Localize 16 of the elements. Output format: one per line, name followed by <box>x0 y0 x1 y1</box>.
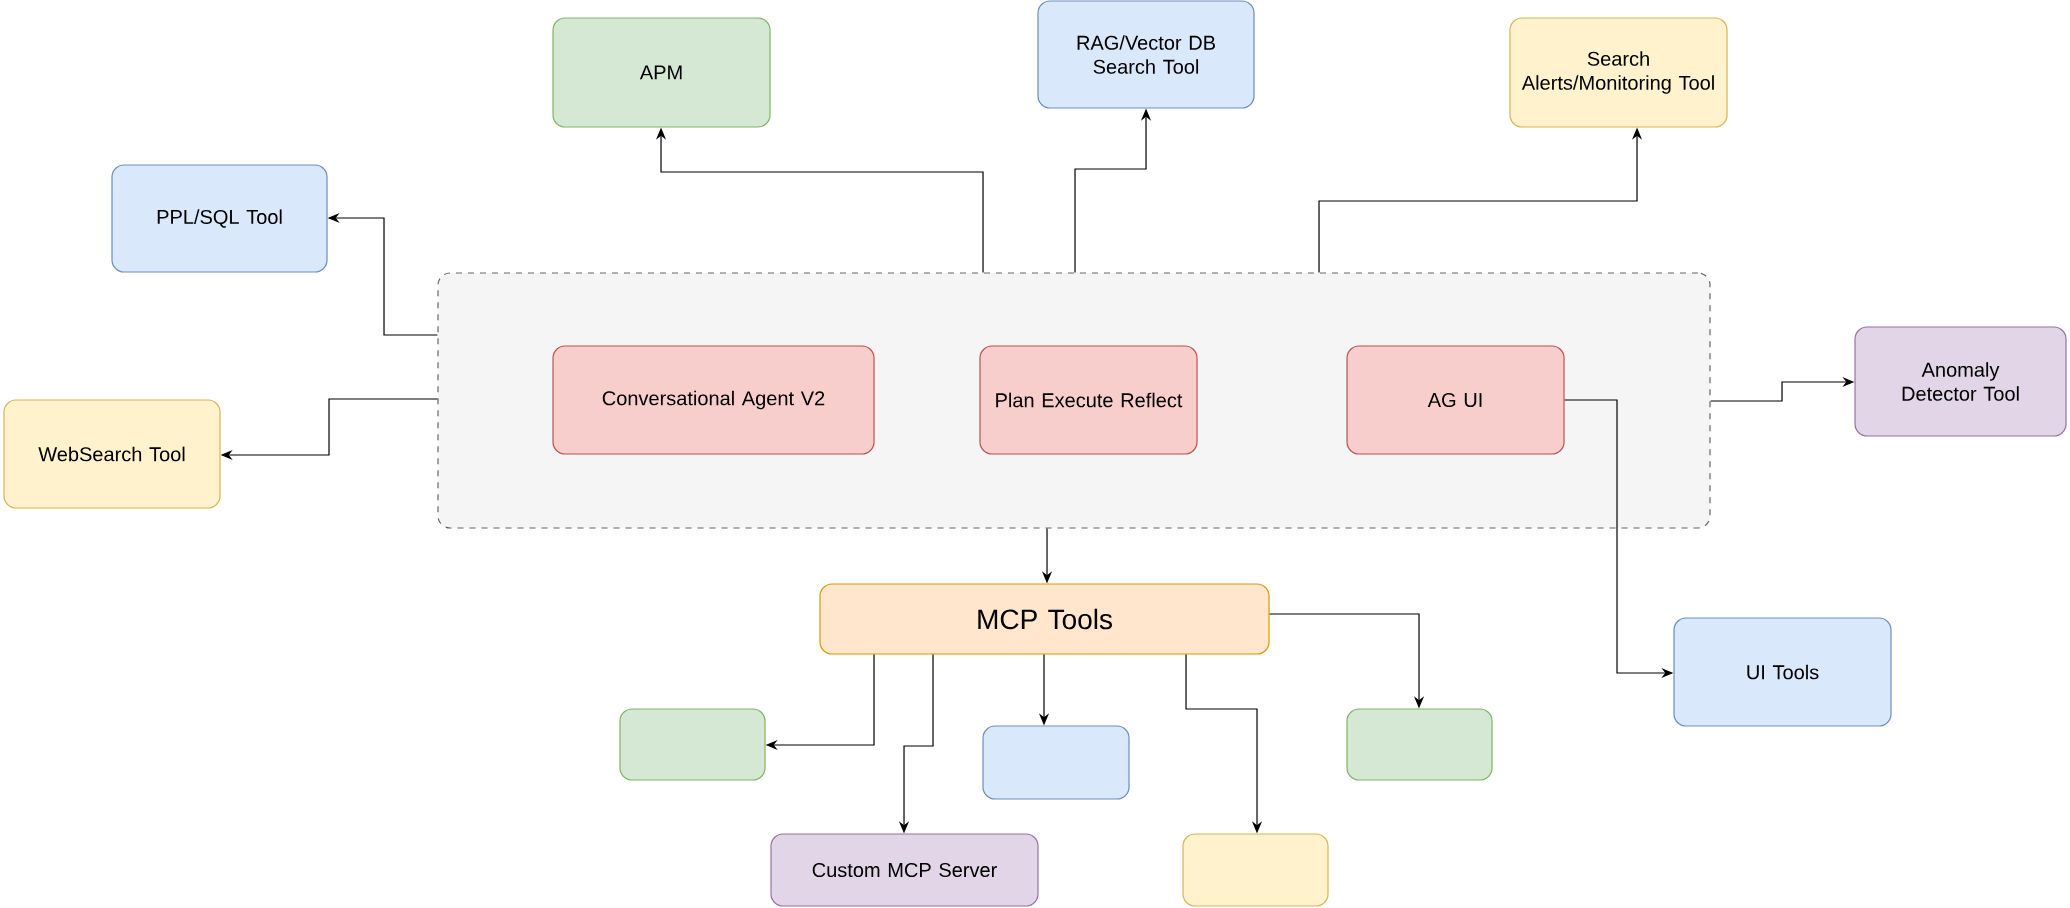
tool-box: WebSearch Tool <box>3 399 221 509</box>
agent-box: AG UI <box>1346 345 1565 455</box>
tool-box <box>1346 708 1493 781</box>
tool-box: PPL/SQL Tool <box>111 164 328 273</box>
tool-box: APM <box>552 17 771 128</box>
tool-box: UI Tools <box>1673 617 1892 727</box>
tool-group-box: MCP Tools <box>819 583 1270 655</box>
agent-box: Conversational Agent V2 <box>552 345 875 455</box>
tool-box: Search Alerts/Monitoring Tool <box>1509 17 1728 128</box>
tool-box <box>1182 833 1329 907</box>
agent-box: Plan Execute Reflect <box>979 345 1198 455</box>
tool-box: Custom MCP Server <box>770 833 1039 907</box>
tool-box: RAG/Vector DB Search Tool <box>1037 0 1255 109</box>
tool-box <box>982 725 1130 800</box>
tool-box <box>619 708 766 781</box>
tool-box: Anomaly Detector Tool <box>1854 326 2067 437</box>
